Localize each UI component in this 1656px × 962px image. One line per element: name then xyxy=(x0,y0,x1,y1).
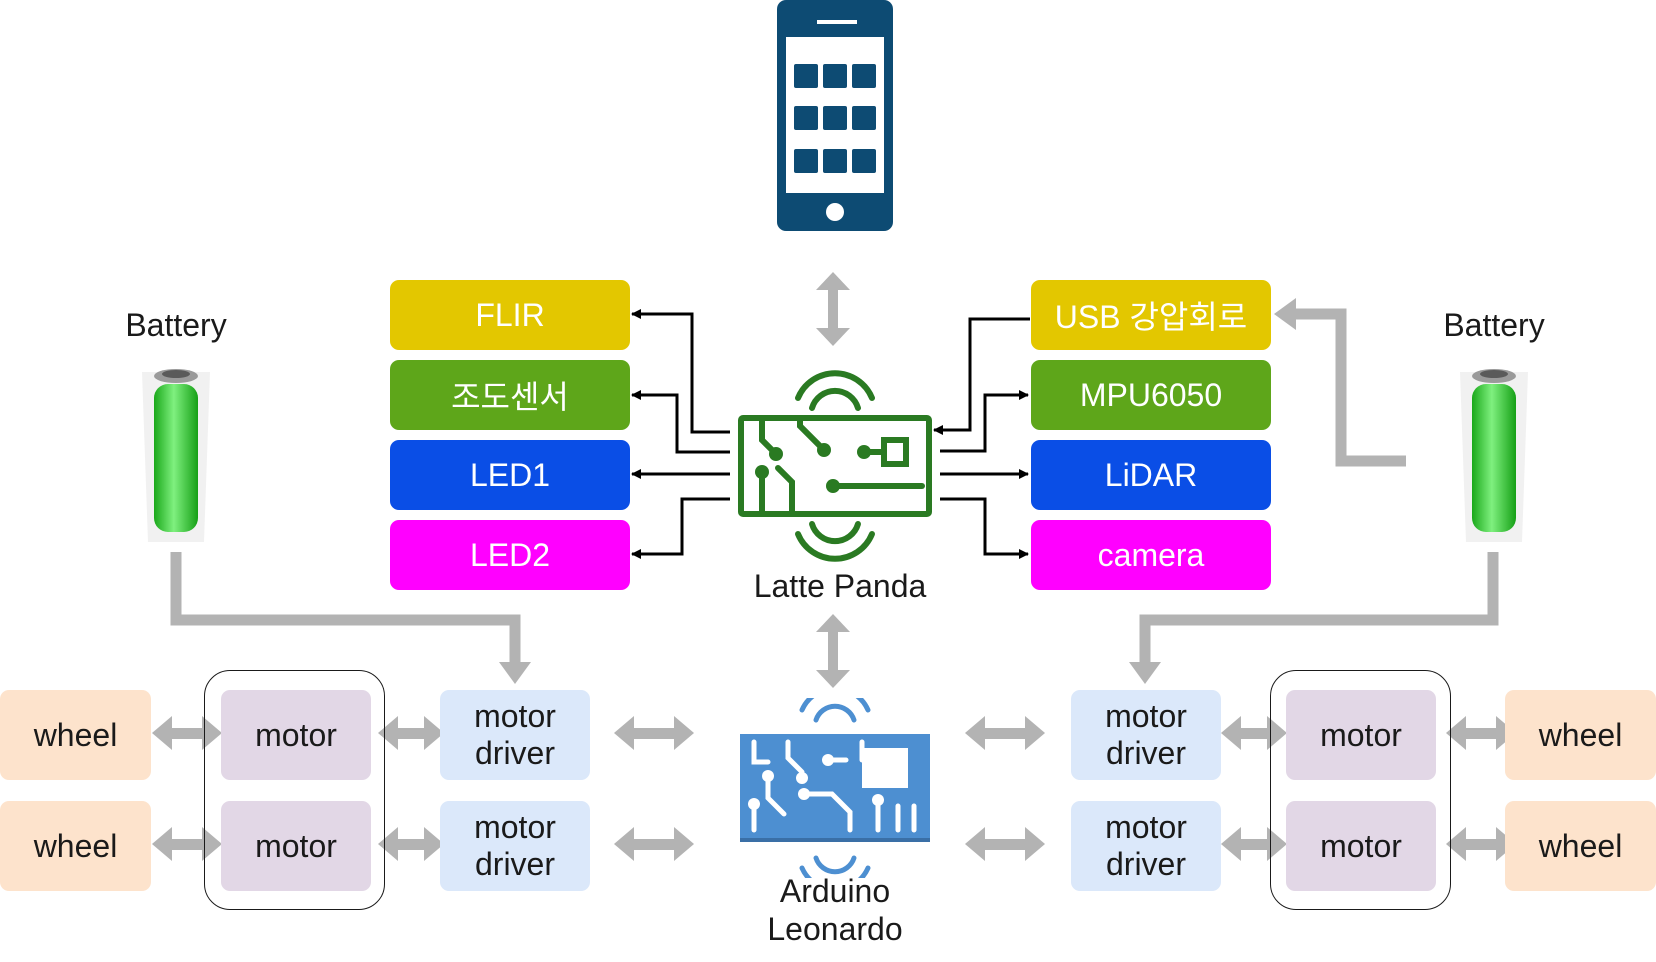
arduino-label-line2: Leonardo xyxy=(767,911,903,948)
left-motor-1: motor xyxy=(221,690,371,780)
left-motor-2-label: motor xyxy=(255,827,337,864)
left-wheel-2-label: wheel xyxy=(33,827,118,864)
peripheral-lidar: LiDAR xyxy=(1031,440,1271,510)
left-motor-driver-1-line2: driver xyxy=(474,735,555,771)
smartphone-icon xyxy=(777,0,893,231)
right-motor-group xyxy=(1270,670,1451,910)
peripheral-mpu6050-label: MPU6050 xyxy=(1079,376,1223,413)
link-arduino-right-driver-2 xyxy=(965,827,1045,861)
right-motor-2-label: motor xyxy=(1320,827,1402,864)
left-motor-group xyxy=(204,670,385,910)
arduino-label: Arduino Leonardo xyxy=(730,872,940,949)
right-motor-driver-1-line2: driver xyxy=(1105,735,1186,771)
link-left-wheel-motor-2 xyxy=(152,827,222,861)
right-wheel-1: wheel xyxy=(1505,690,1656,780)
peripheral-led1: LED1 xyxy=(390,440,630,510)
left-motor-1-label: motor xyxy=(255,716,337,753)
left-wheel-1: wheel xyxy=(0,690,151,780)
wire-panda-flir xyxy=(631,309,730,434)
left-wheel-1-label: wheel xyxy=(33,716,118,753)
wire-panda-led2 xyxy=(631,497,730,559)
left-motor-driver-2-line1: motor xyxy=(474,809,556,846)
peripheral-led1-label: LED1 xyxy=(469,456,551,493)
peripheral-camera: camera xyxy=(1031,520,1271,590)
right-battery-icon xyxy=(1460,369,1528,542)
right-motor-2: motor xyxy=(1286,801,1436,891)
power-right-arrowhead xyxy=(1129,662,1161,684)
peripheral-camera-label: camera xyxy=(1097,536,1205,573)
latte-panda-board-icon xyxy=(738,370,932,562)
arduino-board-icon xyxy=(740,698,930,878)
peripheral-light-sensor-label: 조도센서 xyxy=(451,379,569,415)
link-left-motor-driver-2 xyxy=(378,827,444,861)
wire-panda-mpu6050 xyxy=(940,390,1029,453)
power-right-battery-usb xyxy=(1294,308,1406,467)
peripheral-led2: LED2 xyxy=(390,520,630,590)
arduino-label-line1: Arduino xyxy=(779,873,891,909)
link-arduino-left-driver-1 xyxy=(614,716,694,750)
link-phone-panda xyxy=(816,272,850,346)
link-left-motor-driver-1 xyxy=(378,716,444,750)
link-right-driver-motor-1 xyxy=(1221,716,1287,750)
peripheral-flir: FLIR xyxy=(390,280,630,350)
right-motor-driver-2-line1: motor xyxy=(1105,809,1187,846)
link-arduino-right-driver-1 xyxy=(965,716,1045,750)
right-wheel-1-label: wheel xyxy=(1538,716,1623,753)
right-motor-driver-1-line1: motor xyxy=(1105,698,1187,735)
wire-panda-light-sensor xyxy=(631,390,730,454)
left-motor-driver-2-line2: driver xyxy=(474,846,555,882)
peripheral-lidar-label: LiDAR xyxy=(1104,456,1198,493)
wire-usb-panda xyxy=(933,317,1030,435)
left-battery-label: Battery xyxy=(125,307,227,343)
peripheral-mpu6050: MPU6050 xyxy=(1031,360,1271,430)
link-left-wheel-motor-1 xyxy=(152,716,222,750)
right-battery-label: Battery xyxy=(1443,307,1545,343)
latte-panda-label: Latte Panda xyxy=(753,568,927,604)
left-battery-icon xyxy=(142,369,210,542)
right-motor-1: motor xyxy=(1286,690,1436,780)
link-right-driver-motor-2 xyxy=(1221,827,1287,861)
peripheral-flir-label: FLIR xyxy=(475,296,545,333)
right-motor-driver-2-line2: driver xyxy=(1105,846,1186,882)
power-left-arrowhead xyxy=(499,662,531,684)
peripheral-led2-label: LED2 xyxy=(469,536,551,573)
power-left-battery-drivers xyxy=(170,552,521,664)
peripheral-light-sensor: 조도센서 xyxy=(390,360,630,430)
left-motor-2: motor xyxy=(221,801,371,891)
link-arduino-left-driver-2 xyxy=(614,827,694,861)
right-motor-1-label: motor xyxy=(1320,716,1402,753)
wire-panda-camera xyxy=(940,497,1029,559)
power-usb-arrowhead xyxy=(1274,298,1296,330)
peripheral-usb-step-down-label: USB 강압회로 xyxy=(1054,299,1248,335)
peripheral-usb-step-down: USB 강압회로 xyxy=(1031,280,1271,350)
power-right-battery-drivers xyxy=(1139,552,1499,664)
left-motor-driver-1-line1: motor xyxy=(474,698,556,735)
left-wheel-2: wheel xyxy=(0,801,151,891)
right-wheel-2-label: wheel xyxy=(1538,827,1623,864)
right-wheel-2: wheel xyxy=(1505,801,1656,891)
link-panda-arduino xyxy=(816,614,850,688)
